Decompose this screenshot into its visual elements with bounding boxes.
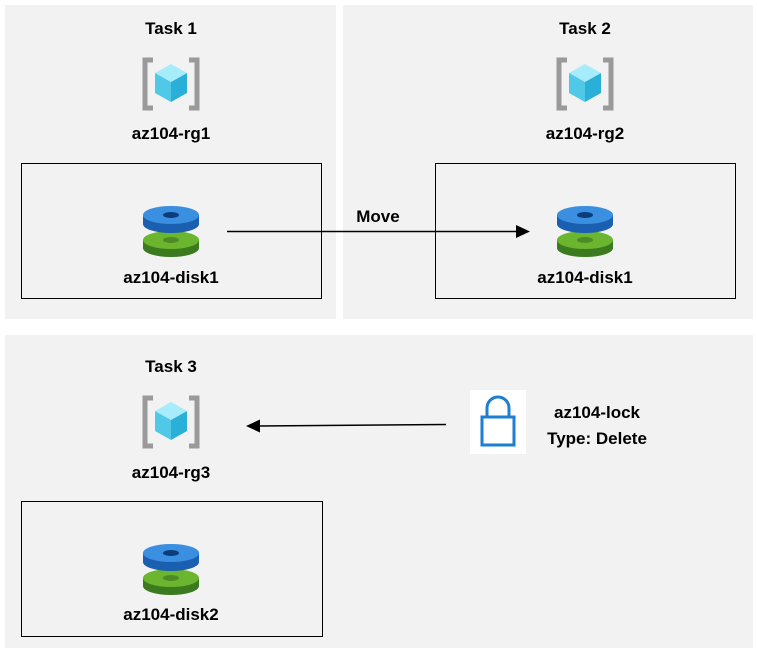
task3-disk-label: az104-disk2 (123, 605, 219, 624)
task3-panel (5, 335, 753, 648)
lock-type: Type: Delete (547, 429, 647, 448)
task2-disk-label: az104-disk1 (537, 268, 633, 287)
task2-panel (343, 5, 753, 319)
lock-icon (480, 395, 516, 447)
task3-title: Task 3 (145, 357, 197, 376)
disk-icon (557, 206, 613, 257)
task3-disk-box (21, 501, 323, 637)
task1-panel (5, 5, 336, 319)
move-label: Move (356, 207, 400, 226)
disk-icon (143, 544, 199, 595)
task1-rg-label: az104-rg1 (131, 124, 211, 143)
lock-name: az104-lock (554, 403, 640, 422)
task3-rg-label: az104-rg3 (131, 463, 211, 482)
task2-rg-label: az104-rg2 (545, 124, 625, 143)
resource-group-icon (141, 56, 201, 112)
resource-group-icon (141, 394, 201, 450)
disk-icon (143, 206, 199, 257)
task1-disk-label: az104-disk1 (123, 268, 219, 287)
task1-title: Task 1 (145, 19, 197, 38)
task2-title: Task 2 (559, 19, 611, 38)
resource-group-icon (555, 56, 615, 112)
